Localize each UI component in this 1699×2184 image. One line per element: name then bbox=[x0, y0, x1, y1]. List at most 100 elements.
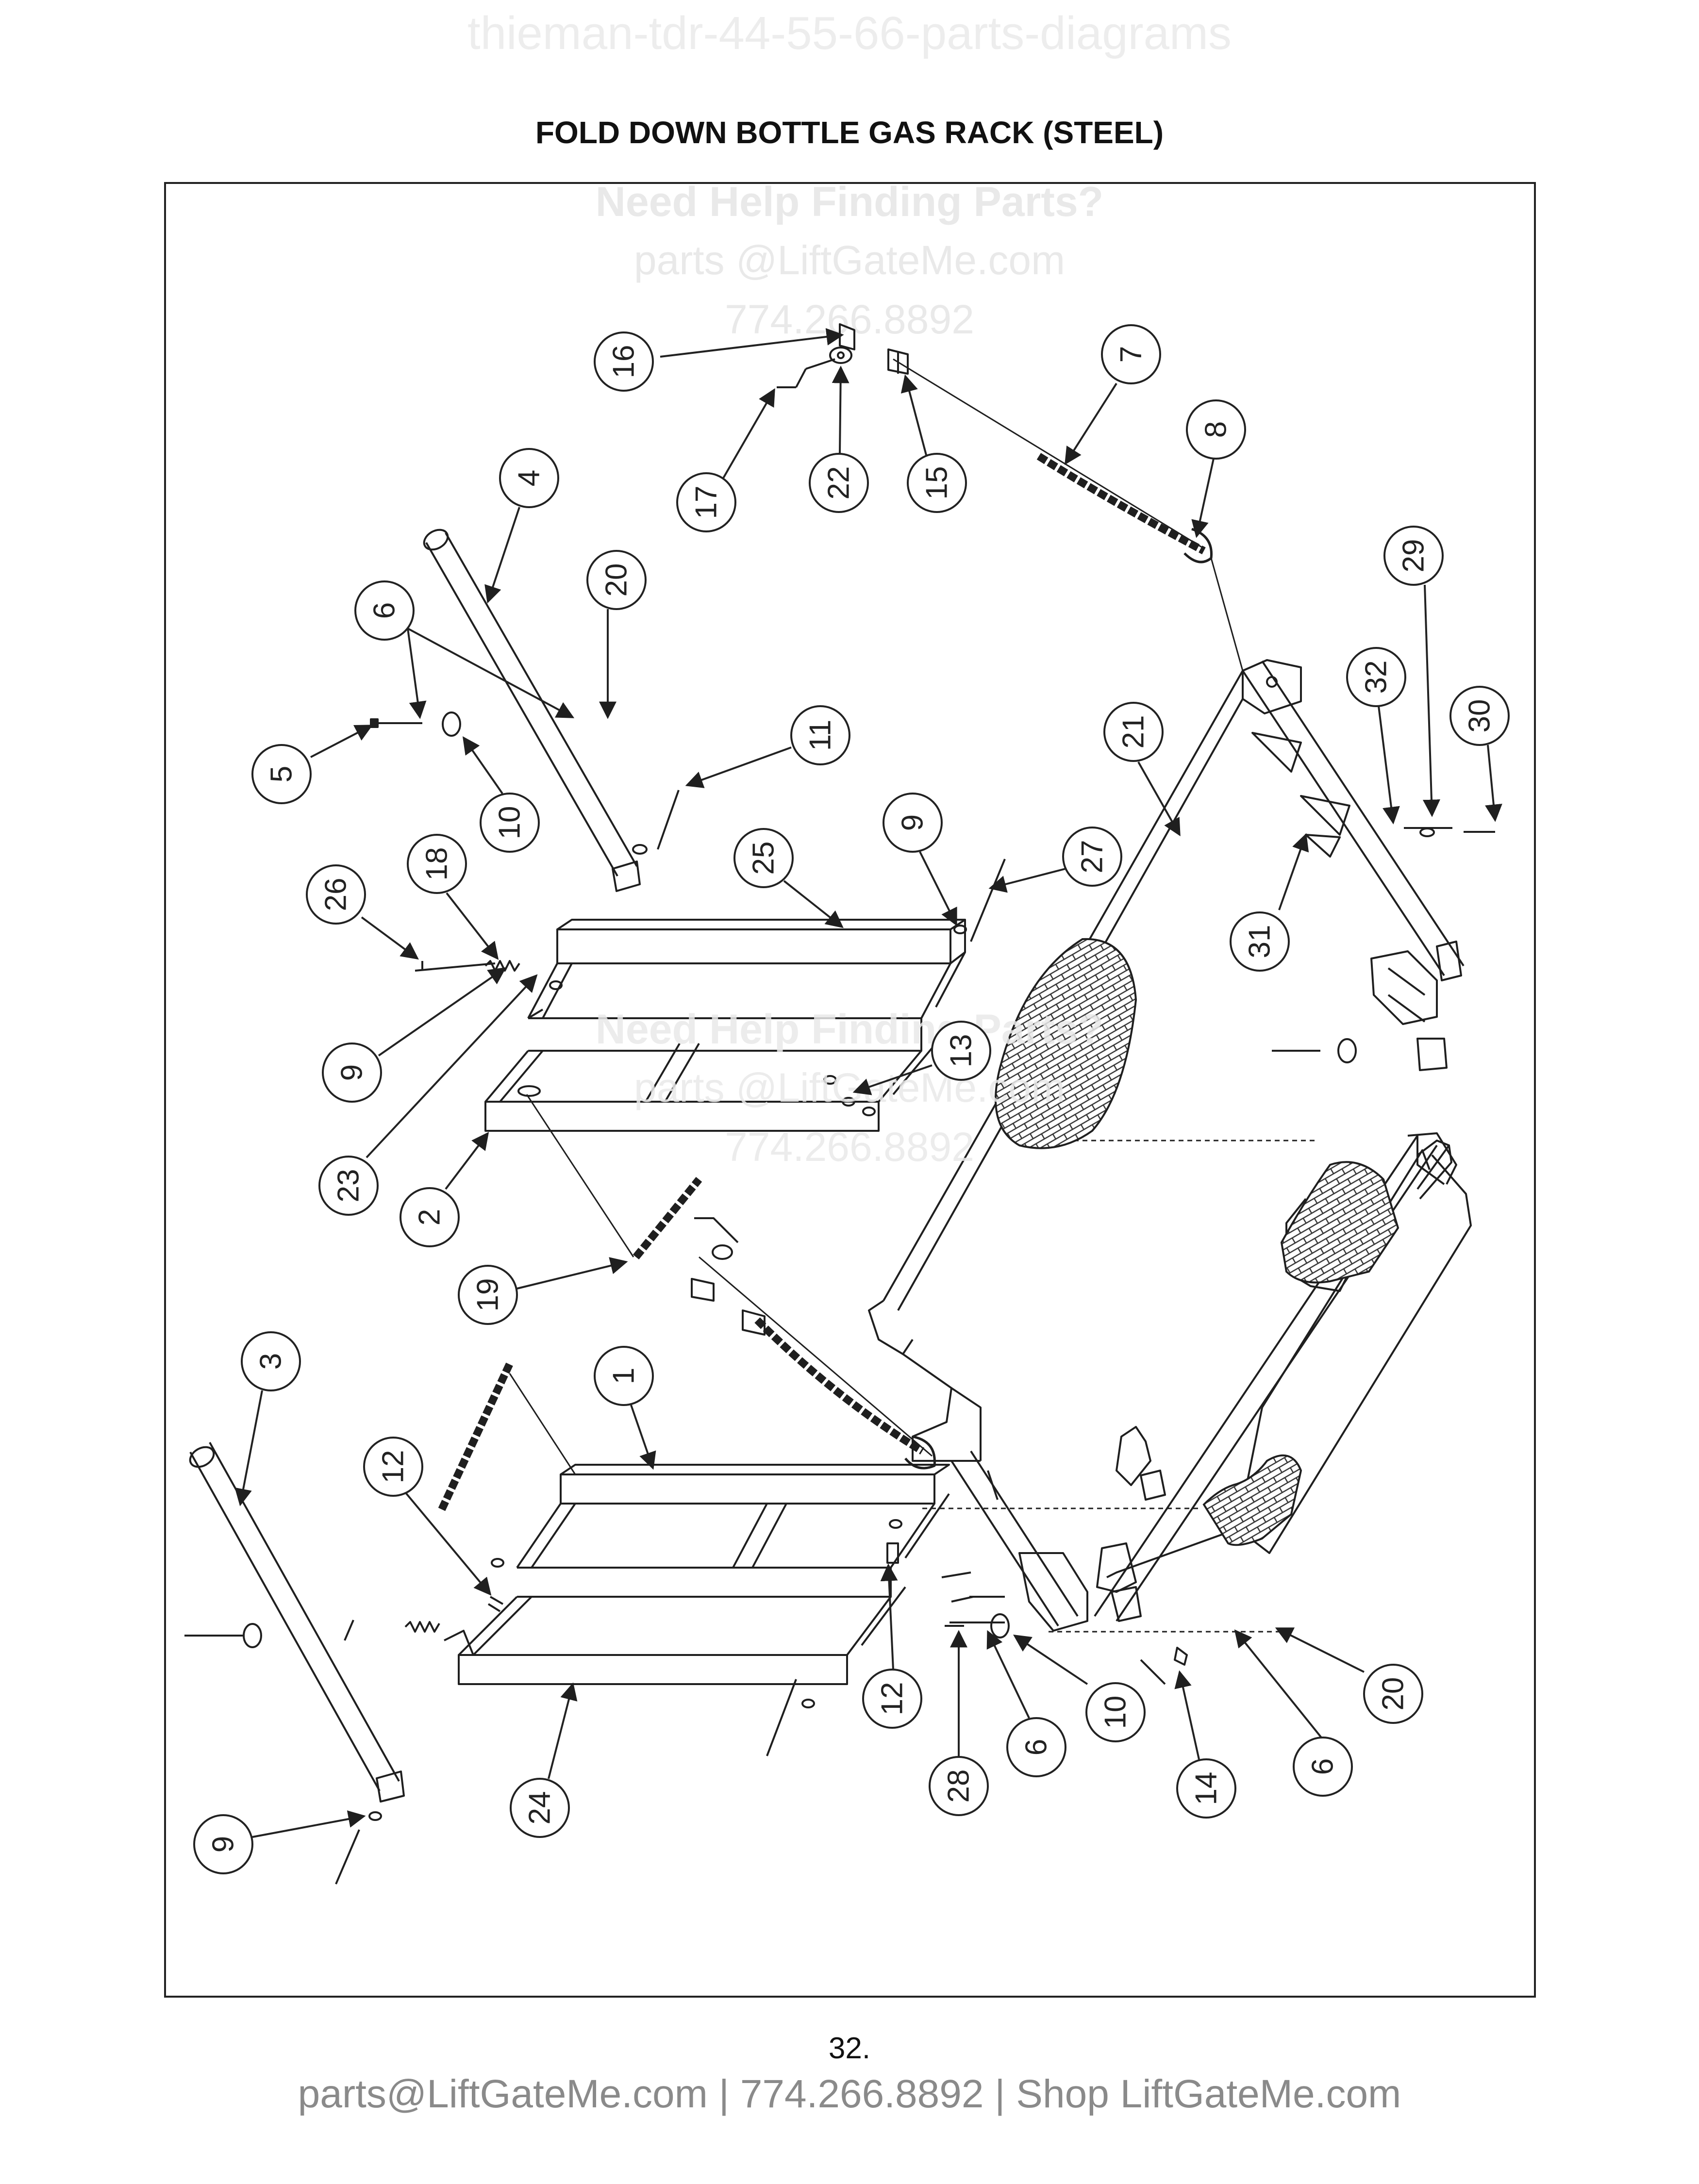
watermark-top-line2: parts @LiftGateMe.com bbox=[634, 237, 1065, 283]
svg-text:5: 5 bbox=[265, 766, 299, 782]
diagram-frame bbox=[164, 182, 1536, 1998]
watermark-top: Need Help Finding Parts? parts @LiftGate… bbox=[596, 179, 1103, 342]
svg-text:8: 8 bbox=[1199, 421, 1233, 438]
svg-text:6: 6 bbox=[1306, 1758, 1340, 1775]
callout-12-left: 12 bbox=[363, 1437, 492, 1596]
page-number: 32. bbox=[828, 2032, 871, 2065]
callouts: 16 7 17 22 15 8 4 bbox=[193, 324, 1510, 1874]
callout-32: 32 bbox=[1346, 647, 1406, 825]
callout-10-top: 10 bbox=[462, 736, 540, 853]
callout-3: 3 bbox=[234, 1331, 301, 1506]
svg-text:24: 24 bbox=[523, 1791, 557, 1825]
callout-5: 5 bbox=[251, 725, 373, 804]
svg-text:11: 11 bbox=[804, 720, 837, 751]
svg-text:31: 31 bbox=[1243, 925, 1277, 959]
callout-12-right: 12 bbox=[862, 1563, 922, 1729]
callout-9-bottom: 9 bbox=[193, 1810, 366, 1874]
small-parts bbox=[243, 711, 1435, 1821]
svg-text:12: 12 bbox=[377, 1450, 410, 1484]
callout-23: 23 bbox=[318, 974, 538, 1216]
callout-20-top: 20 bbox=[586, 550, 647, 719]
chain-lower bbox=[438, 1362, 576, 1511]
svg-text:9: 9 bbox=[335, 1064, 369, 1081]
footer-email-link[interactable]: parts@LiftGateMe.com bbox=[298, 2072, 708, 2116]
svg-text:18: 18 bbox=[420, 847, 454, 881]
svg-text:10: 10 bbox=[1099, 1696, 1133, 1729]
svg-text:29: 29 bbox=[1397, 539, 1431, 573]
brick-panels bbox=[995, 938, 1399, 1546]
watermark-top-line3: 774.266.8892 bbox=[725, 297, 974, 342]
svg-text:6: 6 bbox=[368, 602, 401, 619]
svg-text:26: 26 bbox=[319, 878, 353, 911]
rail-mid bbox=[941, 1450, 1088, 1632]
svg-text:2: 2 bbox=[413, 1209, 447, 1225]
callout-21: 21 bbox=[1103, 702, 1181, 837]
callout-10-bottom: 10 bbox=[1013, 1635, 1146, 1742]
callout-19: 19 bbox=[458, 1257, 628, 1325]
callout-11: 11 bbox=[685, 705, 850, 788]
watermark-middle-line2: parts @LiftGateMe.com bbox=[634, 1065, 1065, 1110]
callout-25: 25 bbox=[733, 828, 844, 928]
svg-text:12: 12 bbox=[876, 1682, 909, 1716]
callout-29: 29 bbox=[1383, 526, 1444, 817]
svg-text:32: 32 bbox=[1360, 661, 1393, 694]
callout-20-bottom: 20 bbox=[1275, 1627, 1423, 1724]
svg-text:15: 15 bbox=[920, 466, 954, 500]
footer-separator: | bbox=[983, 2072, 1016, 2116]
svg-text:28: 28 bbox=[942, 1770, 976, 1803]
callout-27: 27 bbox=[988, 827, 1122, 893]
callout-16: 16 bbox=[594, 328, 844, 392]
callout-18: 18 bbox=[407, 834, 499, 960]
footer-separator: | bbox=[707, 2072, 740, 2116]
svg-text:20: 20 bbox=[1377, 1677, 1410, 1711]
svg-text:7: 7 bbox=[1115, 346, 1148, 363]
callout-2: 2 bbox=[400, 1132, 489, 1247]
callout-6-bottom-right: 6 bbox=[1234, 1629, 1353, 1797]
svg-text:20: 20 bbox=[600, 563, 633, 597]
frame-lower bbox=[444, 1464, 950, 1685]
springs bbox=[404, 960, 520, 1633]
svg-text:16: 16 bbox=[607, 345, 641, 379]
svg-text:17: 17 bbox=[690, 486, 723, 519]
callout-1: 1 bbox=[594, 1346, 656, 1470]
callout-26: 26 bbox=[306, 864, 419, 960]
page-title: FOLD DOWN BOTTLE GAS RACK (STEEL) bbox=[535, 115, 1164, 150]
svg-text:13: 13 bbox=[945, 1034, 978, 1068]
svg-text:30: 30 bbox=[1463, 699, 1497, 733]
svg-text:21: 21 bbox=[1117, 715, 1150, 749]
svg-text:9: 9 bbox=[896, 814, 930, 831]
svg-text:4: 4 bbox=[513, 470, 546, 486]
hinge-upper bbox=[1370, 950, 1448, 1071]
callout-24: 24 bbox=[510, 1682, 578, 1838]
callout-9-mid-right: 9 bbox=[883, 793, 957, 927]
svg-text:10: 10 bbox=[493, 806, 527, 840]
callout-14: 14 bbox=[1174, 1670, 1236, 1819]
chain-upper bbox=[893, 358, 1244, 671]
hinge-lower bbox=[1096, 1426, 1166, 1622]
svg-text:19: 19 bbox=[471, 1278, 505, 1312]
drawing-lines bbox=[184, 323, 1495, 1885]
footer: parts@LiftGateMe.com | 774.266.8892 | Sh… bbox=[0, 2071, 1699, 2117]
callout-28: 28 bbox=[929, 1630, 989, 1816]
header-watermark: thieman-tdr-44-55-66-parts-diagrams bbox=[467, 7, 1232, 59]
svg-text:23: 23 bbox=[332, 1169, 366, 1203]
svg-text:1: 1 bbox=[607, 1368, 641, 1384]
callout-7: 7 bbox=[1065, 324, 1161, 465]
arm-lower bbox=[189, 1442, 405, 1803]
callout-9-mid-left: 9 bbox=[322, 967, 506, 1103]
callout-15: 15 bbox=[900, 374, 967, 513]
svg-text:25: 25 bbox=[747, 842, 781, 875]
footer-phone[interactable]: 774.266.8892 bbox=[740, 2072, 984, 2116]
hardware-lower bbox=[691, 1217, 766, 1336]
callout-6-top: 6 bbox=[354, 580, 575, 719]
watermark-top-line1: Need Help Finding Parts? bbox=[596, 179, 1103, 225]
footer-shop-link[interactable]: Shop LiftGateMe.com bbox=[1016, 2072, 1401, 2116]
svg-text:14: 14 bbox=[1190, 1772, 1223, 1805]
svg-text:27: 27 bbox=[1076, 840, 1109, 874]
watermark-middle: Need Help Finding Parts? parts @LiftGate… bbox=[596, 1006, 1103, 1170]
callout-31: 31 bbox=[1230, 833, 1309, 972]
callout-17: 17 bbox=[676, 388, 775, 532]
callout-13: 13 bbox=[852, 1021, 991, 1095]
callout-22: 22 bbox=[809, 365, 869, 513]
